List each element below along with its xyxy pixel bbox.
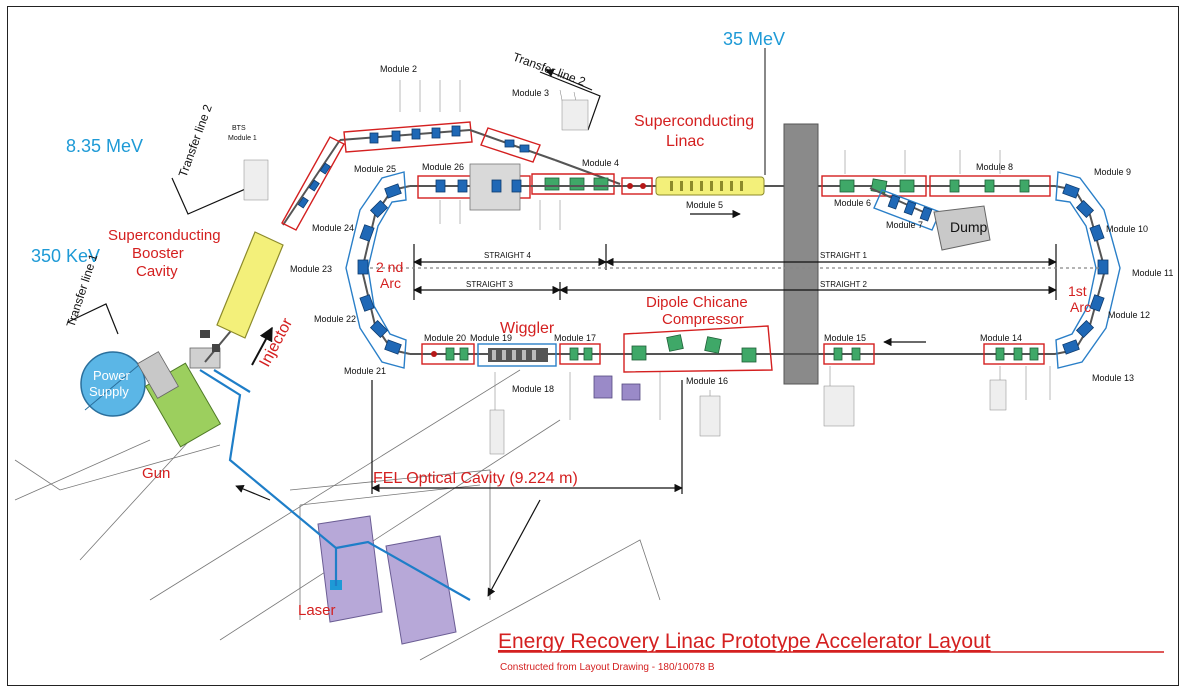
fel-dimension (371, 380, 683, 494)
booster-label-3: Cavity (136, 263, 178, 280)
power-supply-label-2: Supply (89, 384, 129, 399)
booster-cavity (216, 231, 284, 339)
module-12-label: Module 12 (1108, 310, 1150, 320)
module-24-label: Module 24 (312, 223, 354, 233)
straight-3-label: STRAIGHT 3 (466, 280, 514, 289)
energy-35mev: 35 MeV (723, 29, 785, 49)
module-23-label: Module 23 (290, 264, 332, 274)
module-10-label: Module 10 (1106, 224, 1148, 234)
straight-2-label: STRAIGHT 2 (820, 280, 868, 289)
diagram-frame (7, 6, 1179, 686)
power-supply (80, 351, 146, 417)
gun-label: Gun (142, 465, 170, 482)
module-3-line (469, 127, 556, 163)
module-21-label: Module 21 (344, 366, 386, 376)
module-3-label: Module 3 (512, 88, 549, 98)
transfer-line-2-top: Transfer line 2 (511, 50, 588, 89)
electron-gun (137, 347, 222, 448)
injector-label: Injector (257, 315, 297, 370)
sc-linac-label-1: Superconducting (634, 113, 754, 130)
module-5-label: Module 5 (686, 200, 723, 210)
laser-label: Laser (298, 602, 336, 619)
module-4b-box (621, 177, 653, 195)
chicane-label-1: Dipole Chicane (646, 294, 748, 311)
module-15-label: Module 15 (824, 333, 866, 343)
arc-1-label-2: Arc (1070, 299, 1091, 315)
module-20-box (421, 343, 475, 365)
diagram-subtitle: Constructed from Layout Drawing - 180/10… (500, 662, 715, 673)
module-8-label: Module 8 (976, 162, 1013, 172)
module-17-label: Module 17 (554, 333, 596, 343)
booster-label-1: Superconducting (108, 227, 221, 244)
module-11-label: Module 11 (1132, 268, 1173, 278)
bts-line (281, 136, 345, 231)
arc-1 (1054, 171, 1121, 369)
dump-label: Dump (950, 219, 988, 235)
shielding-wall (783, 123, 819, 385)
module-18-label: Module 18 (512, 384, 554, 394)
arc-1-label-1: 1st (1068, 283, 1087, 299)
module-15-box (823, 343, 875, 365)
energy-8-35mev: 8.35 MeV (66, 136, 143, 156)
laser-path-arrow (235, 484, 271, 501)
component-label-stubs (399, 80, 1051, 450)
module-22-label: Module 22 (314, 314, 356, 324)
wiggler-box (477, 343, 557, 367)
module-7-dump-line (869, 187, 991, 251)
module-19-label: Module 19 (470, 333, 512, 343)
bts-label-2: Module 1 (228, 135, 257, 142)
straight-1-label: STRAIGHT 1 (820, 251, 868, 260)
sc-linac-label-2: Linac (666, 133, 704, 150)
module-14-box (983, 343, 1045, 365)
fel-cavity-label: FEL Optical Cavity (9.224 m) (373, 470, 578, 487)
module-9-label: Module 9 (1094, 167, 1131, 177)
straight-dimensions (370, 244, 1100, 300)
module-7-label: Module 7 (886, 220, 923, 230)
module-20-label: Module 20 (424, 333, 466, 343)
booster-label-2: Booster (132, 245, 184, 262)
building-outline (14, 369, 661, 661)
module-8-box (929, 175, 1051, 197)
module-25-label: Module 25 (354, 164, 396, 174)
transfer-line-2-left: Transfer line 2 (176, 102, 215, 179)
module-6-box (821, 175, 927, 197)
module-26-box (417, 163, 531, 211)
bts-label-1: BTS (232, 125, 246, 132)
module-5-linac (655, 176, 765, 219)
straight-4-label: STRAIGHT 4 (484, 251, 532, 260)
module-2-label: Module 2 (380, 64, 417, 74)
module-14-label: Module 14 (980, 333, 1022, 343)
module-16-label: Module 16 (686, 376, 728, 386)
power-supply-label-1: Power (93, 368, 131, 383)
module-6-label: Module 6 (834, 198, 871, 208)
wiggler-label: Wiggler (500, 320, 555, 337)
arc-2-label-1: 2 nd (376, 259, 403, 275)
module-2-line (339, 121, 473, 153)
laser-exit-arrow (487, 499, 541, 597)
module-4-label: Module 4 (582, 158, 619, 168)
laser-transport-line (199, 369, 471, 601)
energy-350kev: 350 KeV (31, 246, 100, 266)
component-label-blocks (243, 99, 1007, 455)
chicane-label-2: Compressor (662, 311, 744, 328)
module-26-label: Module 26 (422, 162, 464, 172)
arc-2 (345, 171, 411, 369)
transfer-arrows (67, 48, 766, 335)
chicane-box (593, 325, 773, 401)
arc-2-label-2: Arc (380, 275, 401, 291)
module-13-label: Module 13 (1092, 373, 1134, 383)
diagram-title: Energy Recovery Linac Prototype Accelera… (498, 630, 991, 653)
module-4-line (531, 159, 621, 195)
module-17-box (559, 343, 601, 365)
